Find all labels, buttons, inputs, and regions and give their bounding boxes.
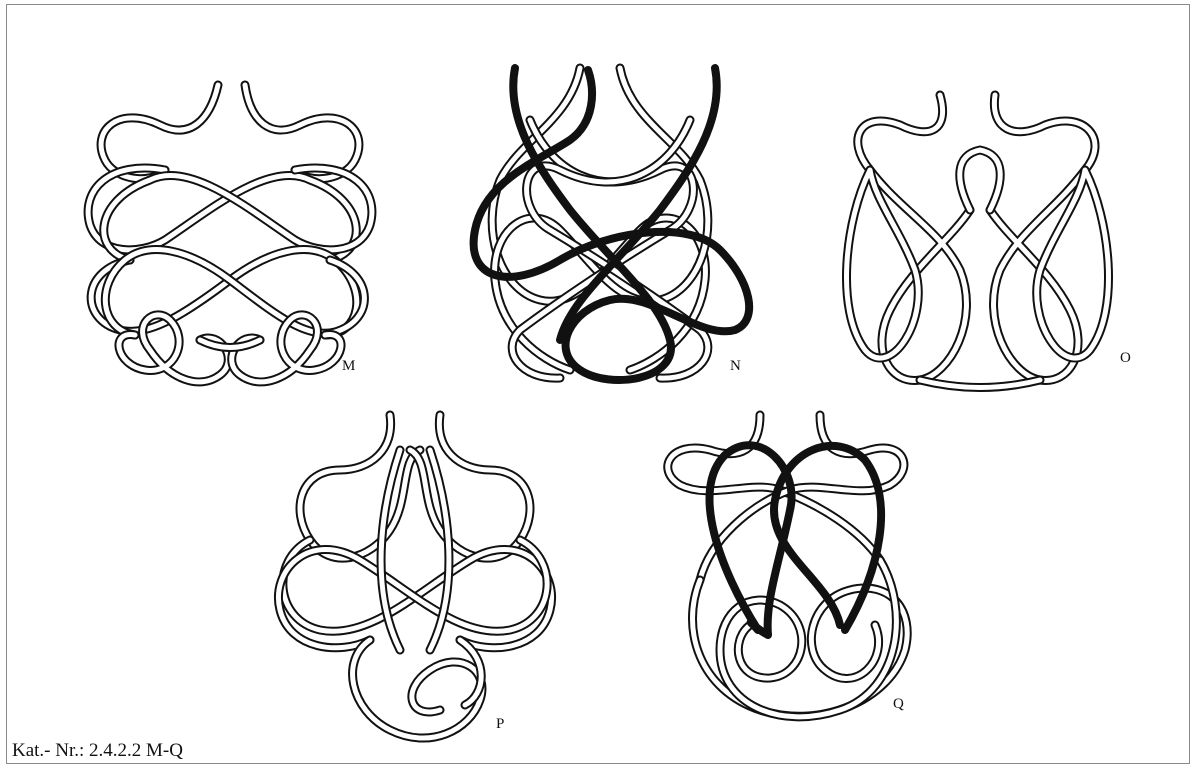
figure-label-q: Q [893,696,904,713]
figure-label-o: O [1120,350,1131,367]
figure-label-p: P [496,716,504,733]
knot-diagram-n [460,60,760,390]
knot-diagram-m [70,80,390,400]
knot-diagram-q [650,410,920,730]
figure-label-m: M [342,358,355,375]
knot-diagram-p [270,410,570,750]
figure-label-n: N [730,358,741,375]
catalog-number: Kat.- Nr.: 2.4.2.2 M-Q [12,740,183,762]
knot-diagram-o [840,90,1130,390]
